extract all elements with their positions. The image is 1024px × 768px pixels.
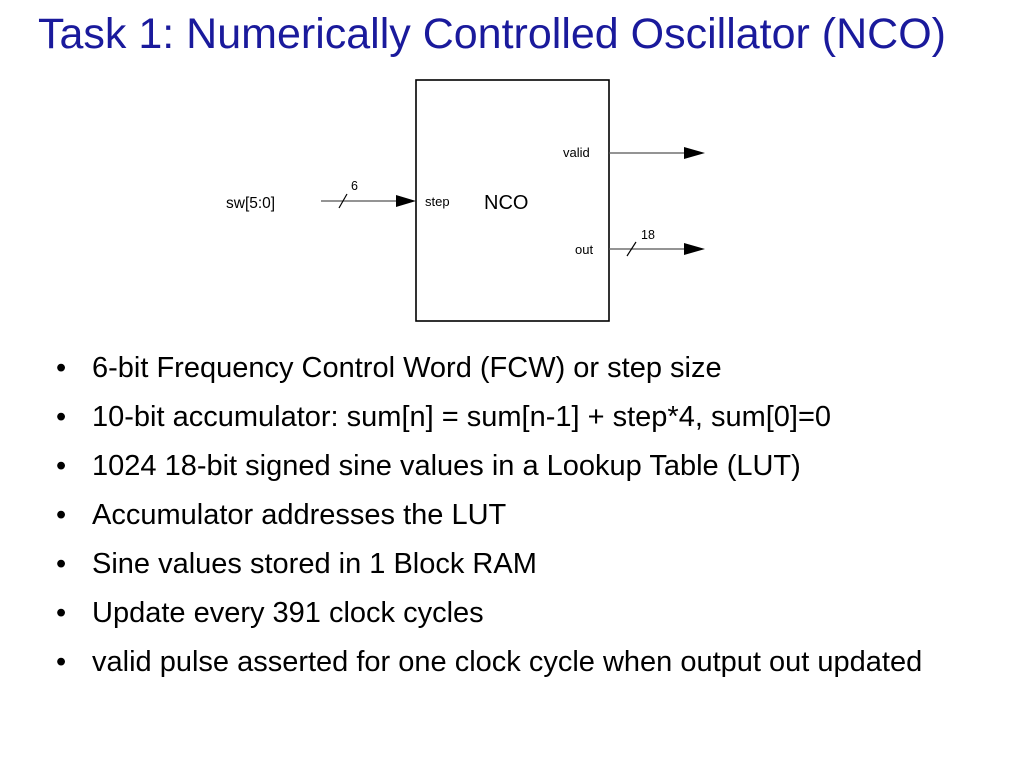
nco-block-label: NCO bbox=[484, 192, 528, 214]
bullet-marker: • bbox=[56, 450, 67, 482]
step-port-label: step bbox=[425, 194, 450, 209]
bullet-text: Update every 391 clock cycles bbox=[92, 597, 484, 629]
out-port-label: out bbox=[575, 242, 593, 257]
bullet-marker: • bbox=[56, 548, 67, 580]
bullet-text: Accumulator addresses the LUT bbox=[92, 499, 507, 531]
bullet-item: • Sine values stored in 1 Block RAM bbox=[56, 540, 1006, 589]
bullet-list: • 6-bit Frequency Control Word (FCW) or … bbox=[56, 344, 1006, 687]
nco-block bbox=[415, 79, 610, 322]
bullet-item: • 6-bit Frequency Control Word (FCW) or … bbox=[56, 344, 1006, 393]
out-bus-slash bbox=[626, 241, 637, 257]
bullet-marker: • bbox=[56, 499, 67, 531]
input-arrowhead bbox=[396, 195, 416, 207]
bullet-item: • valid pulse asserted for one clock cyc… bbox=[56, 638, 1006, 687]
valid-port-label: valid bbox=[563, 145, 590, 160]
input-signal-label: sw[5:0] bbox=[226, 195, 275, 212]
bullet-text: Sine values stored in 1 Block RAM bbox=[92, 548, 537, 580]
out-arrowhead bbox=[684, 243, 705, 255]
bullet-marker: • bbox=[56, 352, 67, 384]
slide-title: Task 1: Numerically Controlled Oscillato… bbox=[38, 10, 946, 58]
bullet-text: 1024 18-bit signed sine values in a Look… bbox=[92, 450, 801, 482]
bullet-item: • Update every 391 clock cycles bbox=[56, 589, 1006, 638]
input-bus-width-label: 6 bbox=[351, 179, 358, 193]
bullet-text: 10-bit accumulator: sum[n] = sum[n-1] + … bbox=[92, 401, 832, 433]
bullet-marker: • bbox=[56, 401, 67, 433]
bullet-marker: • bbox=[56, 597, 67, 629]
bullet-item: • 10-bit accumulator: sum[n] = sum[n-1] … bbox=[56, 393, 1006, 442]
input-bus-slash bbox=[338, 193, 348, 209]
bullet-marker: • bbox=[56, 646, 67, 678]
out-bus-width-label: 18 bbox=[641, 228, 655, 242]
valid-arrowhead bbox=[684, 147, 705, 159]
bullet-text: 6-bit Frequency Control Word (FCW) or st… bbox=[92, 352, 722, 384]
bullet-item: • Accumulator addresses the LUT bbox=[56, 491, 1006, 540]
bullet-item: • 1024 18-bit signed sine values in a Lo… bbox=[56, 442, 1006, 491]
bullet-text: valid pulse asserted for one clock cycle… bbox=[92, 646, 923, 678]
